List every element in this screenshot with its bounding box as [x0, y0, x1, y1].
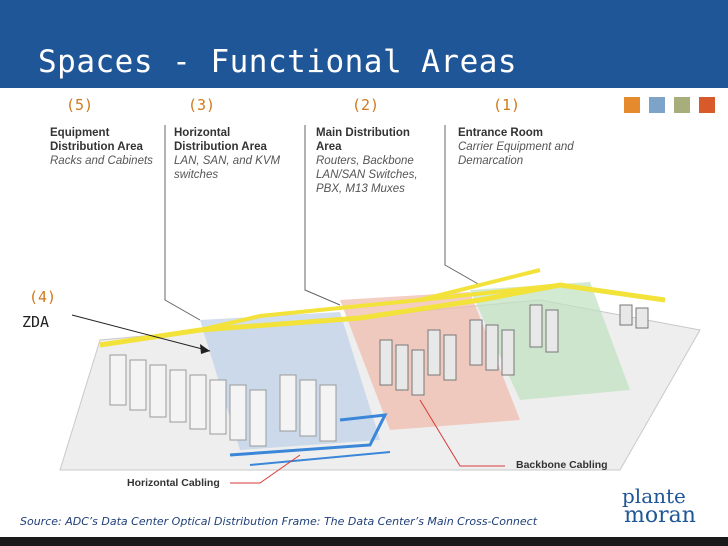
orange-square: [624, 97, 640, 113]
rack: [443, 334, 457, 381]
rack: [635, 307, 649, 329]
rack-row-mda: [379, 319, 515, 396]
backbone-cabling-label: Backbone Cabling: [516, 459, 608, 471]
horizontal-cable-run: [229, 413, 388, 457]
cabinet: [209, 379, 227, 435]
cabinet: [279, 374, 297, 432]
eda-title-2: Distribution Area: [50, 141, 143, 153]
rack: [411, 349, 425, 396]
zda-number: (4): [29, 288, 57, 306]
cabinet: [319, 384, 337, 442]
logo-line-2: moran: [624, 503, 696, 528]
blue-square: [649, 97, 665, 113]
rack: [427, 329, 441, 376]
zda-pointer-arrowhead: [200, 344, 210, 354]
main-distribution-area-label: Main Distribution Area Routers, Backbone…: [316, 126, 441, 196]
er-desc: Carrier Equipment and Demarcation: [458, 141, 574, 167]
mda-title-1: Main Distribution: [316, 127, 410, 139]
rack: [545, 309, 559, 353]
callout-line-2: [444, 125, 481, 286]
rack: [529, 304, 543, 348]
mda-title-2: Area: [316, 141, 342, 153]
source-citation: Source: ADC’s Data Center Optical Distri…: [20, 515, 538, 528]
rack: [619, 304, 633, 326]
area-number-2: (2): [352, 96, 380, 114]
cabinet: [189, 374, 207, 430]
cabinet-row-left: [109, 354, 337, 447]
hda-title-2: Distribution Area: [174, 141, 267, 153]
cabinet: [109, 354, 127, 406]
cable-tray-main: [99, 282, 666, 348]
eda-title-1: Equipment: [50, 127, 110, 139]
slide-title: Spaces - Functional Areas: [38, 44, 518, 80]
mda-desc: Routers, Backbone LAN/SAN Switches, PBX,…: [316, 155, 418, 195]
area-number-3: (3): [188, 96, 216, 114]
cabinet: [169, 369, 187, 423]
cabinet: [299, 379, 317, 437]
rack: [485, 324, 499, 371]
equipment-distribution-area-label: Equipment Distribution Area Racks and Ca…: [50, 126, 165, 168]
cable-tray-2: [199, 268, 541, 332]
title-bar: [0, 0, 728, 88]
area-number-1: (1): [493, 96, 521, 114]
cabinet: [129, 359, 147, 411]
callout-line-5: [164, 125, 201, 321]
hda-title-1: Horizontal: [174, 127, 231, 139]
zda-pointer-line: [71, 314, 211, 352]
cabinet: [229, 384, 247, 441]
area-number-5: (5): [66, 96, 94, 114]
cabinet: [149, 364, 167, 418]
cable-tray-3: [419, 283, 561, 302]
backbone-cabling-callout: [419, 399, 505, 467]
callout-line-3: [304, 125, 341, 306]
horizontal-cabling-callout: [230, 454, 301, 484]
cabinet: [249, 389, 267, 447]
rack: [395, 344, 409, 391]
rack-row-entrance: [529, 304, 649, 353]
olive-square: [674, 97, 690, 113]
logo-line-1: plante: [622, 484, 686, 508]
footer-bar: [0, 537, 728, 546]
hda-desc: LAN, SAN, and KVM switches: [174, 155, 281, 181]
rack: [501, 329, 515, 376]
rack: [469, 319, 483, 366]
horizontal-cabling-label: Horizontal Cabling: [127, 477, 220, 489]
horizontal-cable-run-2: [249, 451, 391, 466]
horizontal-distribution-area-label: Horizontal Distribution Area LAN, SAN, a…: [174, 126, 292, 182]
entrance-room-label: Entrance Room Carrier Equipment and Dema…: [458, 126, 578, 168]
zda-label: ZDA: [22, 313, 50, 331]
red-square: [699, 97, 715, 113]
er-title-1: Entrance Room: [458, 127, 543, 139]
eda-desc: Racks and Cabinets: [50, 155, 153, 167]
rack: [379, 339, 393, 386]
